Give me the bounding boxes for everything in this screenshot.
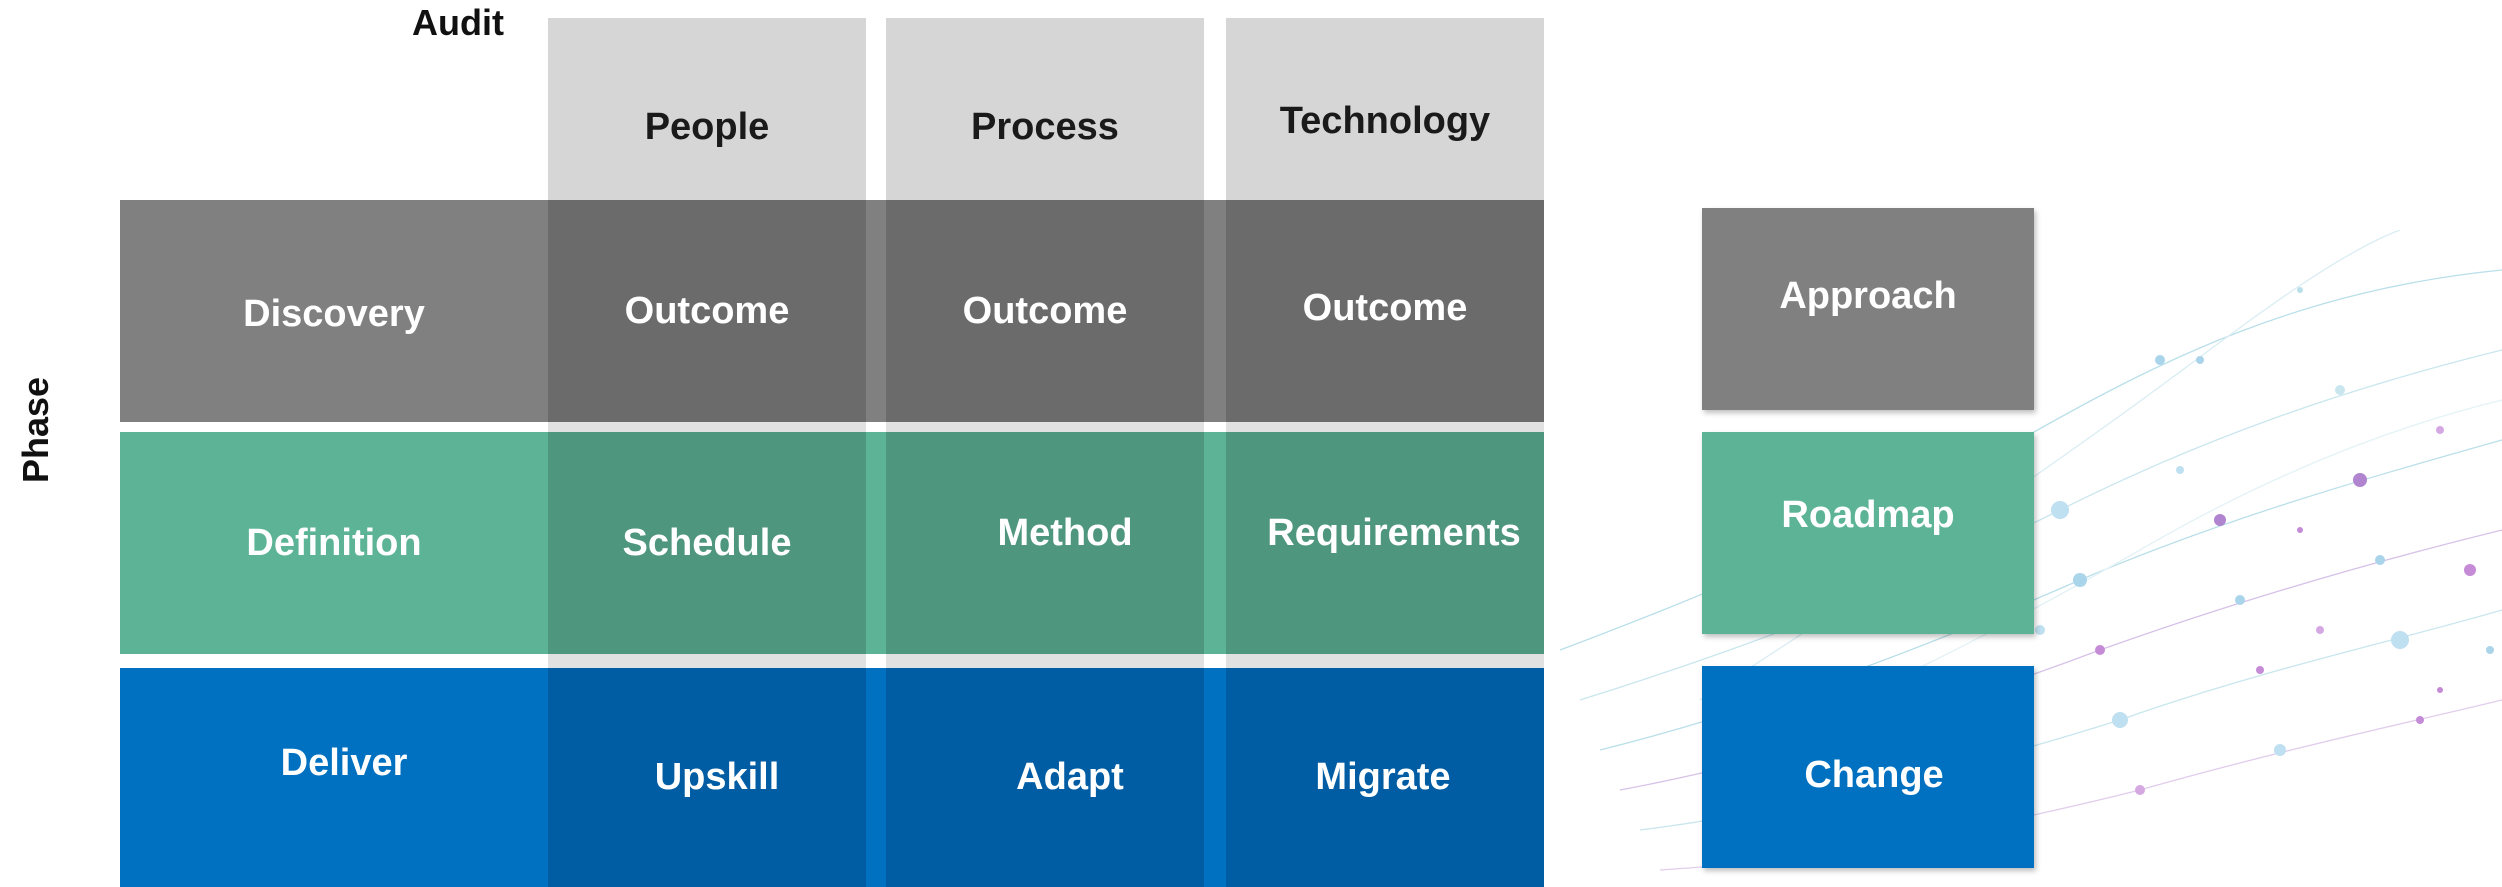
column-shade-process-2	[886, 654, 1204, 668]
cell-discovery-process: Outcome	[886, 200, 1204, 422]
audit-axis-label: Audit	[412, 2, 504, 43]
side-box-approach: Approach	[1702, 208, 2034, 410]
column-shade-technology-1	[1226, 422, 1544, 432]
cell-discovery-technology: Outcome	[1226, 200, 1544, 422]
column-header-process: Process	[886, 18, 1204, 200]
side-box-change: Change	[1702, 666, 2034, 868]
cell-definition-process: Method	[886, 432, 1204, 654]
side-box-roadmap: Roadmap	[1702, 432, 2034, 634]
cell-definition-people: Schedule	[548, 432, 866, 654]
cell-deliver-process: Adapt	[886, 668, 1204, 887]
phase-axis-label: Phase	[15, 376, 56, 484]
cell-deliver-technology: Migrate	[1226, 668, 1544, 887]
column-shade-technology-2	[1226, 654, 1544, 668]
column-shade-people-1	[548, 422, 866, 432]
column-shade-people-2	[548, 654, 866, 668]
column-shade-process-1	[886, 422, 1204, 432]
cell-deliver-people: Upskill	[548, 668, 866, 887]
cell-discovery-people: Outcome	[548, 200, 866, 422]
phase-label-discovery: Discovery	[243, 292, 425, 335]
cell-definition-technology: Requirements	[1226, 432, 1544, 654]
column-header-technology: Technology	[1226, 18, 1544, 200]
phase-label-deliver: Deliver	[280, 741, 408, 784]
column-header-people: People	[548, 18, 866, 200]
phase-label-definition: Definition	[246, 521, 422, 564]
